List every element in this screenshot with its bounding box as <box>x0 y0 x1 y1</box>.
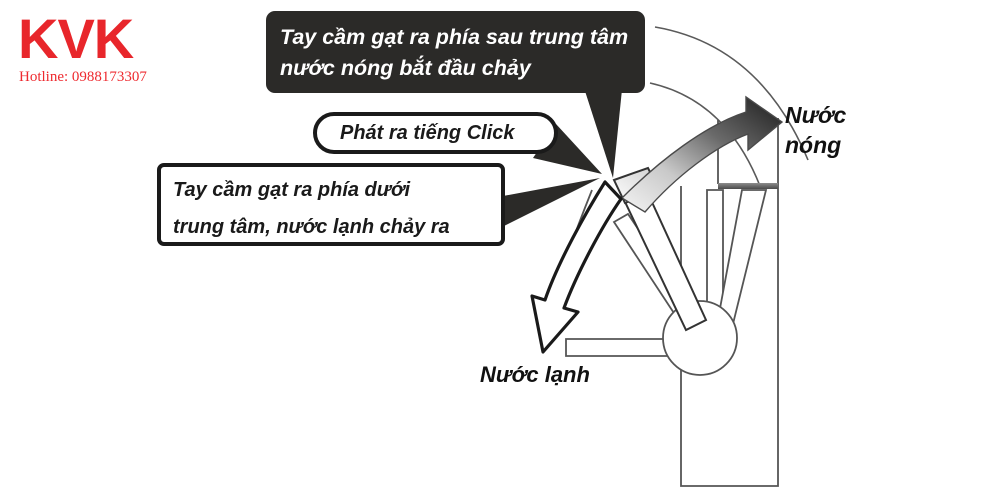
guide-arc-inner <box>649 82 761 187</box>
callout-hot-instruction <box>266 11 645 93</box>
callout-hot-line-2: nước nóng bắt đầu chảy <box>280 56 531 80</box>
pointer-cold-instruction <box>500 178 600 228</box>
label-hot-water-line-1: Nước <box>785 102 847 128</box>
guide-arcs <box>649 26 809 187</box>
callout-cold-line-1: Tay cầm gạt ra phía dưới <box>173 179 411 201</box>
spout-band <box>718 183 778 189</box>
label-cold-water: Nước lạnh <box>480 362 590 388</box>
hot-water-arrow <box>620 95 784 213</box>
callout-cold-instruction <box>157 163 505 246</box>
callout-cold-instruction-text: Tay cầm gạt ra phía dưới trung tâm, nước… <box>173 172 450 246</box>
guide-arc-outer <box>654 26 809 161</box>
label-hot-water-line-2: nóng <box>785 132 842 158</box>
callout-cold-line-2: trung tâm, nước lạnh chảy ra <box>173 216 450 238</box>
callout-hot-instruction-text: Tay cầm gạt ra phía sau trung tâm nước n… <box>280 22 628 84</box>
cold-water-arrow <box>530 180 623 354</box>
brand-wordmark: KVK <box>18 7 134 70</box>
brand-logo: KVK Hotline: 0988173307 <box>14 10 194 86</box>
label-hot-water: Nước nóng <box>785 100 846 160</box>
callout-click-sound <box>313 112 558 154</box>
brand-hotline: Hotline: 0988173307 <box>19 69 147 85</box>
label-cold-water-line-1: Nước lạnh <box>480 362 590 387</box>
callout-click-line-1: Phát ra tiếng Click <box>340 122 515 144</box>
callout-hot-line-1: Tay cầm gạt ra phía sau trung tâm <box>280 25 629 49</box>
callout-click-sound-text: Phát ra tiếng Click <box>340 121 515 145</box>
